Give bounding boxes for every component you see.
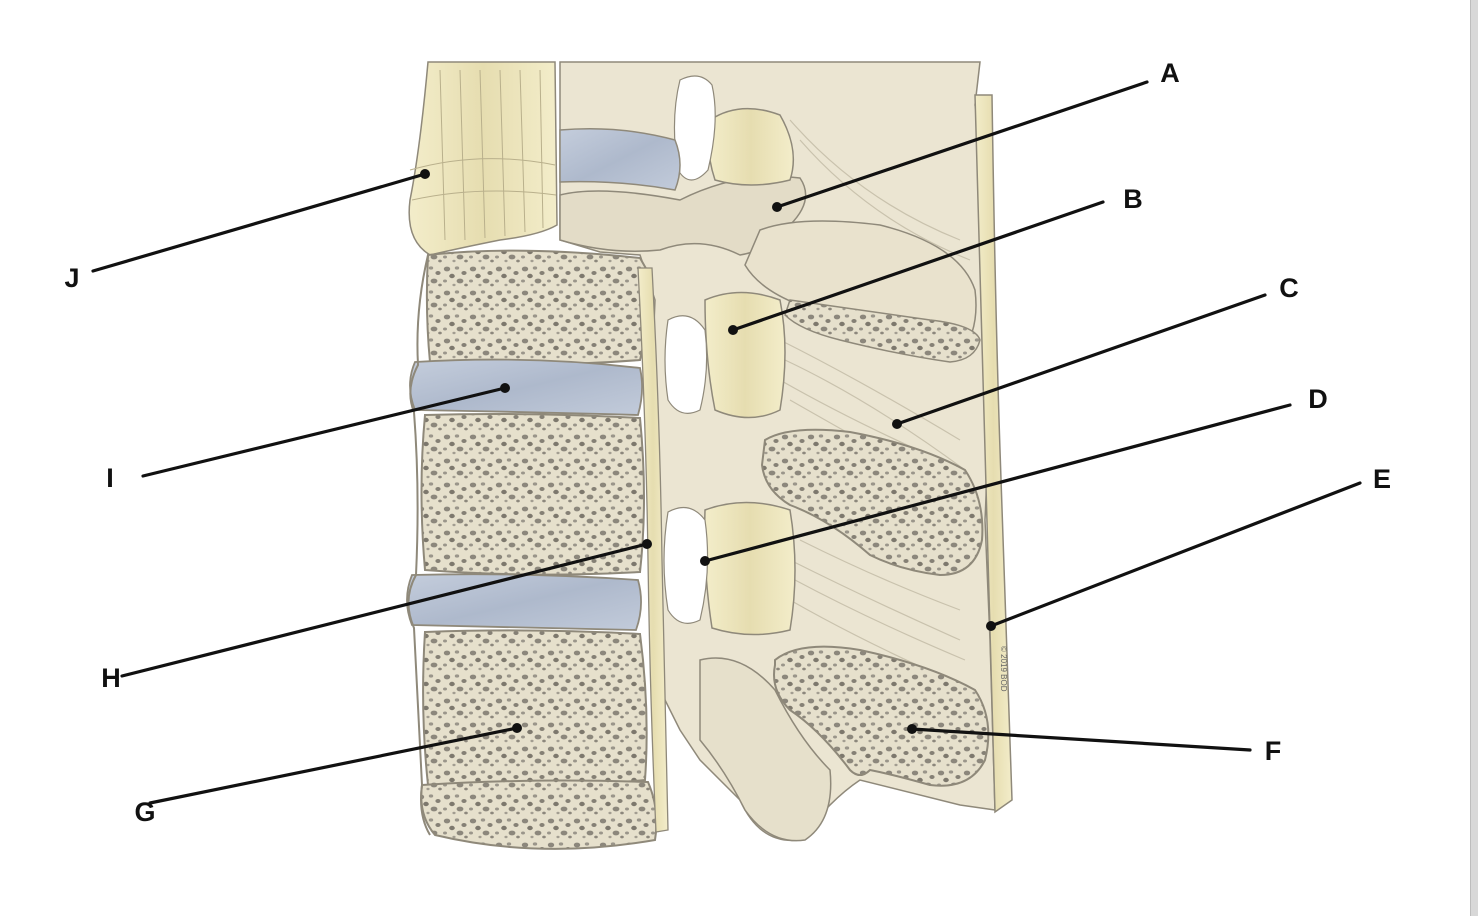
spinous-process-middle <box>760 428 984 577</box>
ligamentum-flavum-lower <box>703 501 796 636</box>
capsule-upper <box>707 107 795 186</box>
ligament-fibers-top <box>409 69 557 241</box>
supraspinous-ligament <box>974 94 1013 814</box>
pointer-dot-g <box>512 723 522 733</box>
pointer-dot-d <box>700 556 710 566</box>
foramen-top <box>673 75 716 181</box>
leader-line-d <box>703 403 1292 563</box>
leader-line-g <box>148 726 519 805</box>
label-e: E <box>1373 464 1391 494</box>
anterior-ligament-edge <box>407 254 431 836</box>
label-c: C <box>1279 273 1299 303</box>
foramen-middle <box>664 315 708 414</box>
spinous-process-lower <box>773 645 990 787</box>
vertebral-body-1 <box>425 249 650 366</box>
lower-articular-process <box>699 657 832 842</box>
intervertebral-disc-top <box>559 128 681 191</box>
label-g: G <box>134 797 155 827</box>
label-f: F <box>1265 736 1282 766</box>
vertebral-body-2 <box>420 413 645 576</box>
interspinous-ligament <box>779 119 971 681</box>
vertebral-body-4 <box>420 779 658 850</box>
pointer-dot-f <box>907 724 917 734</box>
label-h: H <box>101 663 121 693</box>
pointer-dot-i <box>500 383 510 393</box>
pointer-dot-c <box>892 419 902 429</box>
label-a: A <box>1160 58 1180 88</box>
foramen-lower <box>663 506 709 624</box>
leader-line-a <box>775 80 1149 209</box>
posterior-longitudinal-ligament <box>637 267 669 833</box>
scrollbar-edge <box>1470 0 1478 916</box>
pointer-dot-h <box>642 539 652 549</box>
label-b: B <box>1123 184 1143 214</box>
pointer-dot-b <box>728 325 738 335</box>
pointer-dot-a <box>772 202 782 212</box>
leader-line-h <box>120 542 649 678</box>
leader-line-e <box>989 481 1362 628</box>
leader-line-j <box>91 172 427 273</box>
label-i: I <box>106 463 114 493</box>
label-j: J <box>64 263 79 293</box>
leader-line-f <box>910 727 1252 752</box>
label-d: D <box>1308 384 1328 414</box>
spinous-section-upper <box>784 299 981 363</box>
leader-line-c <box>895 293 1267 426</box>
pointer-dot-e <box>986 621 996 631</box>
pointer-dot-j <box>420 169 430 179</box>
leader-line-i <box>141 386 507 478</box>
illustration-credit: © 2019 BOD <box>999 646 1008 692</box>
ligamentum-flavum-upper <box>704 291 786 419</box>
leader-line-b <box>731 200 1105 332</box>
